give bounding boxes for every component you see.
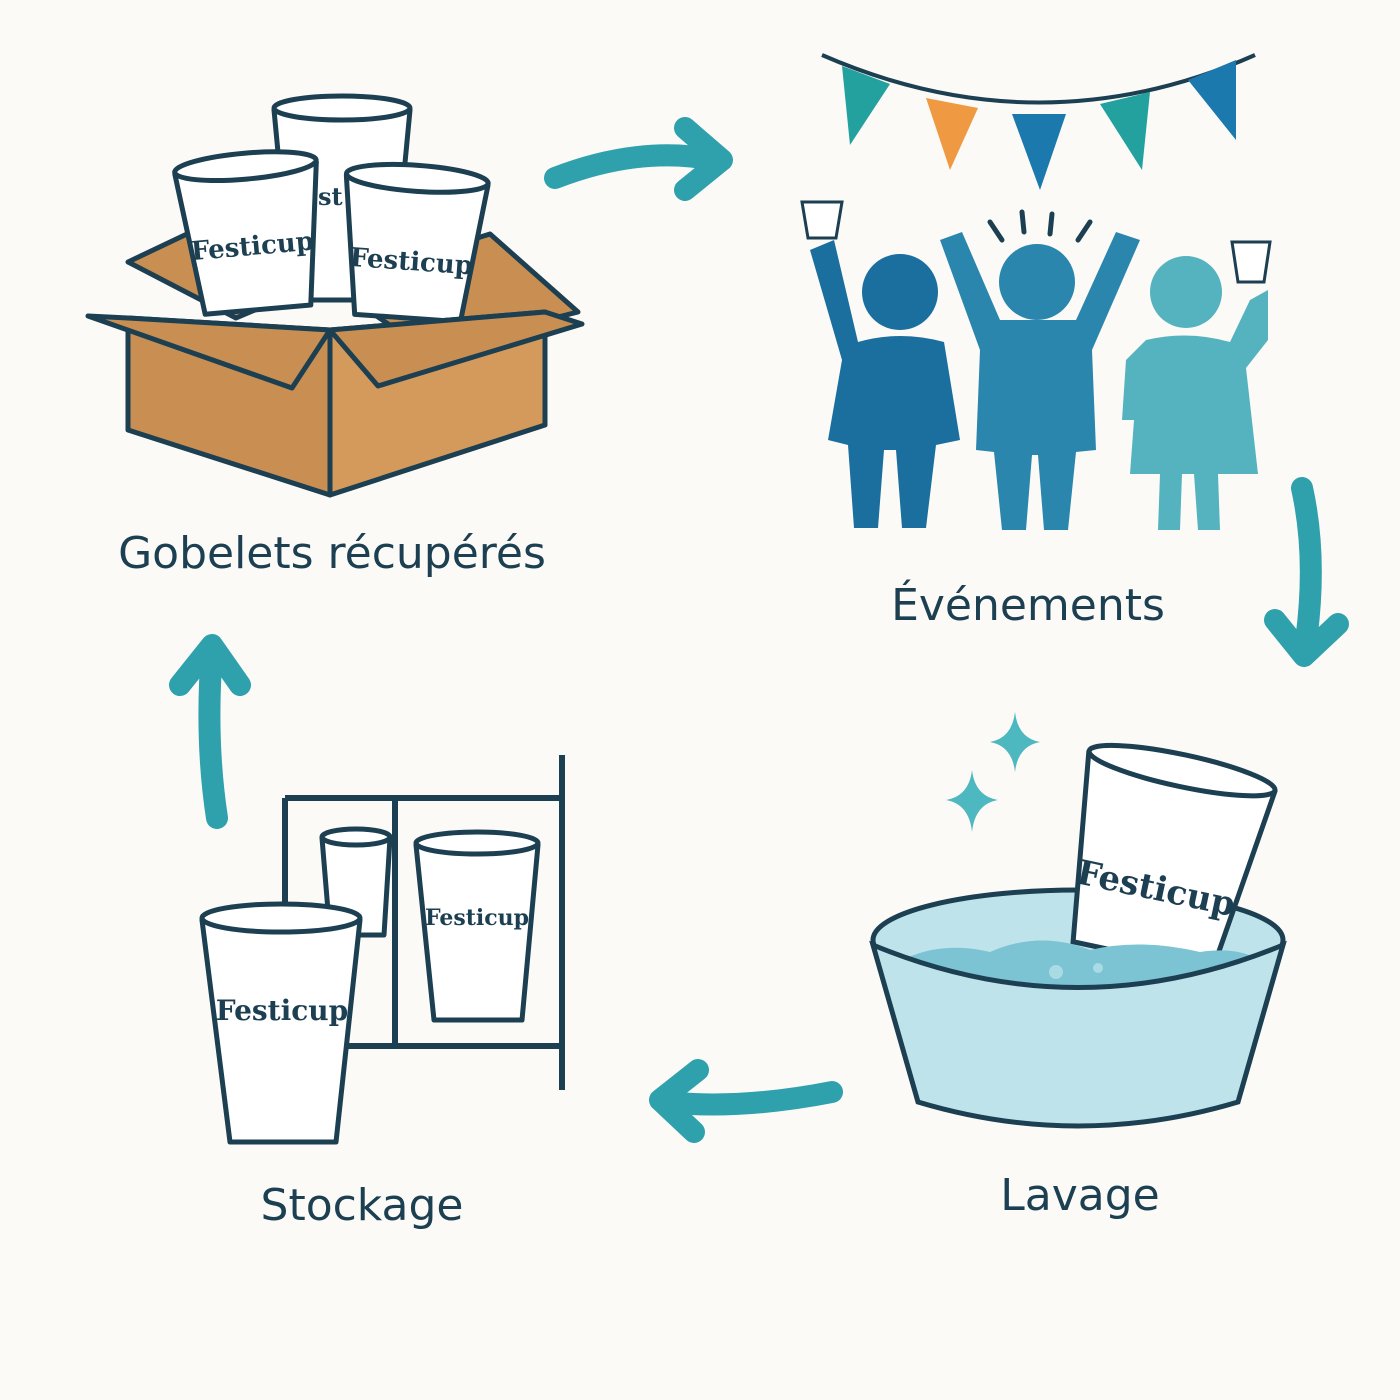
arrow-up-icon [169,634,251,829]
sparkle-icon [946,712,1040,832]
cup-left: Festicup [172,149,319,317]
arrow-left-icon [649,1059,843,1143]
cup-washing: Festicup [1070,742,1278,975]
person-right [1122,240,1272,530]
person-center [940,232,1140,530]
cup-brand-partial: st [318,182,343,211]
storage-shelf-icon: Festicup Festicup [199,755,565,1145]
excitement-lines [987,209,1093,243]
stage-label-stockage: Stockage [261,1180,464,1231]
bunting-icon [821,53,1256,190]
arrow-down-icon [1264,477,1349,667]
cup-right: Festicup [343,161,491,325]
stage-label-lavage: Lavage [1000,1170,1159,1221]
cup-brand-label: Festicup [216,994,348,1027]
cup-shelf-right: Festicup [413,829,541,1023]
celebrating-people-icon [800,53,1272,530]
person-left [800,200,960,528]
arrow-right-icon [544,117,733,201]
box-of-cups-icon: st Festicup Festicup [85,93,585,498]
cup-large: Festicup [199,901,363,1145]
washing-basin-icon: Festicup [869,712,1287,1129]
cup-brand-label: Festicup [425,905,529,931]
stage-label-gobelets: Gobelets récupérés [118,528,546,579]
stage-label-evenements: Événements [891,578,1165,631]
